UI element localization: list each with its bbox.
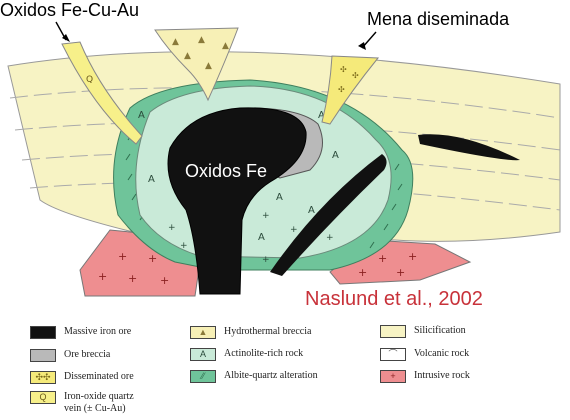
svg-text:+: + [326,233,334,243]
svg-text:+: + [408,250,417,263]
svg-text:✣: ✣ [352,71,359,80]
legend-label: Albite-quartz alteration [224,370,318,381]
svg-text:A: A [318,110,325,121]
svg-text:A: A [276,192,283,203]
legend-item-albite-quartz-alteration: ⁄⁄ Albite-quartz alteration [190,370,318,383]
legend-swatch-disseminated-ore: ✣✣ [30,371,56,384]
callout-mena-diseminada: Mena diseminada [367,9,510,29]
legend-swatch-actinolite-rich-rock: A [190,348,216,361]
svg-text:+: + [168,223,176,233]
legend-label: Silicification [414,325,466,336]
legend-item-silicification: Silicification [380,325,466,338]
svg-text:A: A [258,232,265,243]
svg-text:▲: ▲ [222,41,229,51]
arrowhead-left [62,34,70,42]
svg-text:A: A [148,174,155,185]
svg-text:+: + [358,266,367,279]
legend-item-disseminated-ore: ✣✣ Disseminated ore [30,371,134,384]
svg-text:+: + [290,225,298,235]
svg-text:+: + [262,255,270,265]
iron-oxide-quartz-vein [61,41,143,145]
svg-text:✣: ✣ [338,85,345,94]
hydrothermal-breccia [154,27,239,102]
legend-label: Actinolite-rich rock [224,348,304,359]
callout-oxidos-fe-cu-au: Oxidos Fe-Cu-Au [0,0,140,20]
massive-iron-ore [167,107,307,295]
legend-swatch-ore-breccia [30,349,56,362]
intrusive-plus-marks: +++ ++ ++++ [98,250,417,287]
actinolite-plus-marks: + + + + + + [168,211,334,265]
svg-text:A: A [138,110,145,121]
legend-item-volcanic-rock: ⌒ Volcanic rock [380,348,469,361]
legend-label: Volcanic rock [414,348,470,359]
svg-text:A: A [332,150,339,161]
svg-text:▲: ▲ [198,35,205,45]
legend-item-actinolite-rich-rock: A Actinolite-rich rock [190,348,303,361]
svg-text:+: + [118,250,127,263]
svg-text:+: + [262,211,270,221]
legend-label: Massive iron ore [64,326,132,337]
disseminated-symbols: ✣ ✣ ✣ [338,65,359,94]
legend-label: Iron-oxide quartz vein (± Cu-Au) [64,391,134,414]
arrowhead-right [358,42,366,50]
svg-text:▲: ▲ [172,37,179,47]
svg-text:+: + [98,270,107,283]
svg-text:+: + [180,241,188,251]
legend-swatch-intrusive-rock: + [380,370,406,383]
legend-item-ore-breccia: Ore breccia [30,349,110,362]
vein-Q-symbol: Q [86,75,93,85]
legend-swatch-hydrothermal-breccia: ▲ [190,326,216,339]
svg-text:+: + [396,266,405,279]
citation: Naslund et al., 2002 [305,288,483,310]
disseminated-ore [321,55,380,125]
svg-text:+: + [148,252,157,265]
massive-ore-dyke-right [418,134,520,161]
legend-swatch-albite-quartz-alteration: ⁄⁄ [190,370,216,383]
svg-text:+: + [160,274,169,287]
legend-swatch-iron-oxide-quartz-vein: Q [30,391,56,404]
legend-item-iron-oxide-quartz-vein: Q Iron-oxide quartz vein (± Cu-Au) [30,391,142,415]
legend-swatch-silicification [380,325,406,338]
svg-text:+: + [128,272,137,285]
legend-label: Intrusive rock [414,370,470,381]
legend-swatch-massive-iron-ore [30,326,56,339]
massive-ore-dyke-center [270,154,387,276]
legend-swatch-volcanic-rock: ⌒ [380,348,406,361]
legend-item-intrusive-rock: + Intrusive rock [380,370,470,383]
svg-text:A: A [308,205,315,216]
legend-label: Ore breccia [64,349,111,360]
breccia-triangles: ▲ ▲ ▲ ▲ ▲ [172,35,229,71]
legend-item-hydrothermal-breccia: ▲ Hydrothermal breccia [190,326,311,339]
svg-text:+: + [378,252,387,265]
svg-text:✣: ✣ [340,65,347,74]
oxidos-fe-label: Oxidos Fe [185,161,268,181]
svg-text:▲: ▲ [205,61,212,71]
svg-text:▲: ▲ [184,51,191,61]
legend-label: Disseminated ore [64,371,134,382]
legend-label: Hydrothermal breccia [224,326,312,337]
legend-item-massive-iron-ore: Massive iron ore [30,326,131,339]
